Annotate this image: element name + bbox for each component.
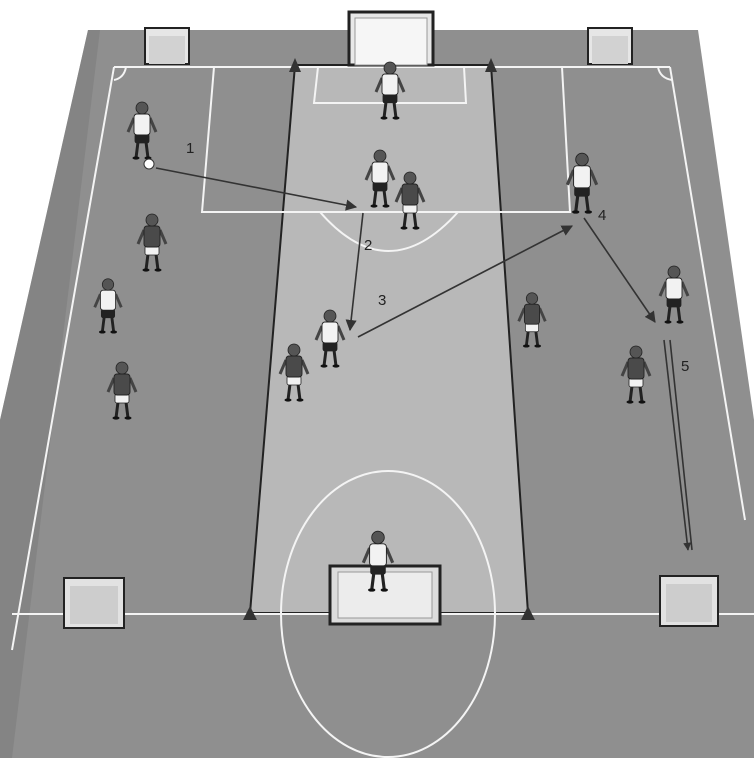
central-zone [250,65,528,613]
main-goal-top [349,12,433,65]
main-goal-bottom [330,566,440,624]
step-label-2: 2 [364,237,372,254]
small-goal-top-left [145,28,189,64]
step-label-1: 1 [186,140,194,157]
small-goal-top-right [588,28,632,64]
step-label-3: 3 [378,292,386,309]
ball [144,159,154,169]
step-label-4: 4 [598,207,606,224]
small-goal-bottom-right [660,576,718,626]
step-label-5: 5 [681,358,689,375]
small-goal-bottom-left [64,578,124,628]
